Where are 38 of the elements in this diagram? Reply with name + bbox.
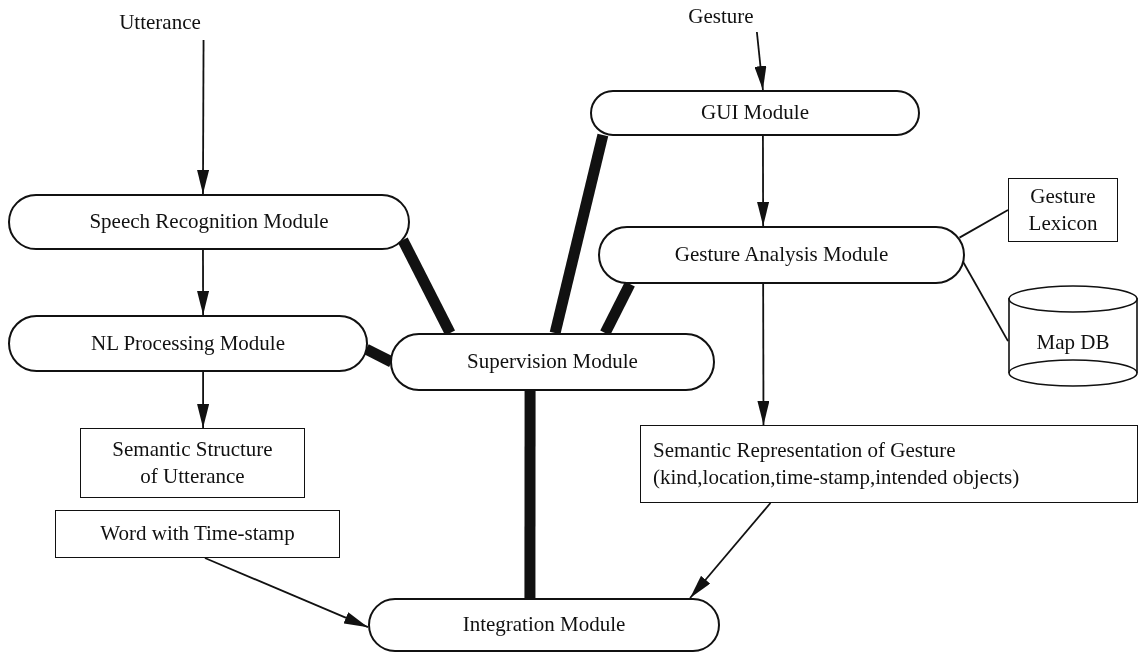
arrow: [197, 39, 210, 195]
module-label: Supervision Module: [467, 348, 638, 376]
thick-connector: [549, 133, 609, 335]
data-label: (kind,location,time-stamp,intended objects): [653, 464, 1020, 491]
arrow: [197, 371, 210, 429]
module-label: Speech Recognition Module: [89, 208, 329, 236]
arrow: [204, 557, 369, 629]
thick-connector: [397, 237, 456, 336]
arrow: [754, 31, 767, 91]
thick-connector: [524, 391, 536, 598]
module-box: [390, 333, 715, 391]
module-box: [8, 194, 410, 250]
connector-line: [958, 209, 1009, 239]
arrow: [757, 135, 770, 227]
connector-line: [962, 261, 1009, 342]
data-label: Semantic Structure of Utterance: [111, 435, 274, 490]
module-box: [8, 315, 368, 372]
arrow: [689, 502, 772, 599]
data-label: Gesture Lexicon: [1027, 182, 1099, 237]
arrow: [757, 283, 770, 426]
arrow: [197, 249, 210, 316]
input-label: Utterance: [95, 6, 225, 40]
module-label: GUI Module: [701, 99, 809, 127]
data-label: Semantic Representation of Gesture: [653, 436, 956, 464]
module-label: Gesture Analysis Module: [674, 241, 889, 269]
thick-connector: [600, 281, 635, 336]
module-box: [598, 226, 965, 284]
data-box: [1008, 178, 1118, 242]
module-box: [368, 598, 720, 652]
data-box: [80, 428, 305, 498]
data-box: [640, 425, 1138, 503]
module-label: NL Processing Module: [90, 329, 285, 357]
data-box: [55, 510, 340, 558]
module-label: Integration Module: [462, 611, 626, 639]
input-label: Gesture: [675, 2, 767, 32]
database-label: Map DB: [1036, 329, 1110, 357]
data-label: Word with Time-stamp: [100, 520, 295, 548]
module-box: [590, 90, 920, 136]
